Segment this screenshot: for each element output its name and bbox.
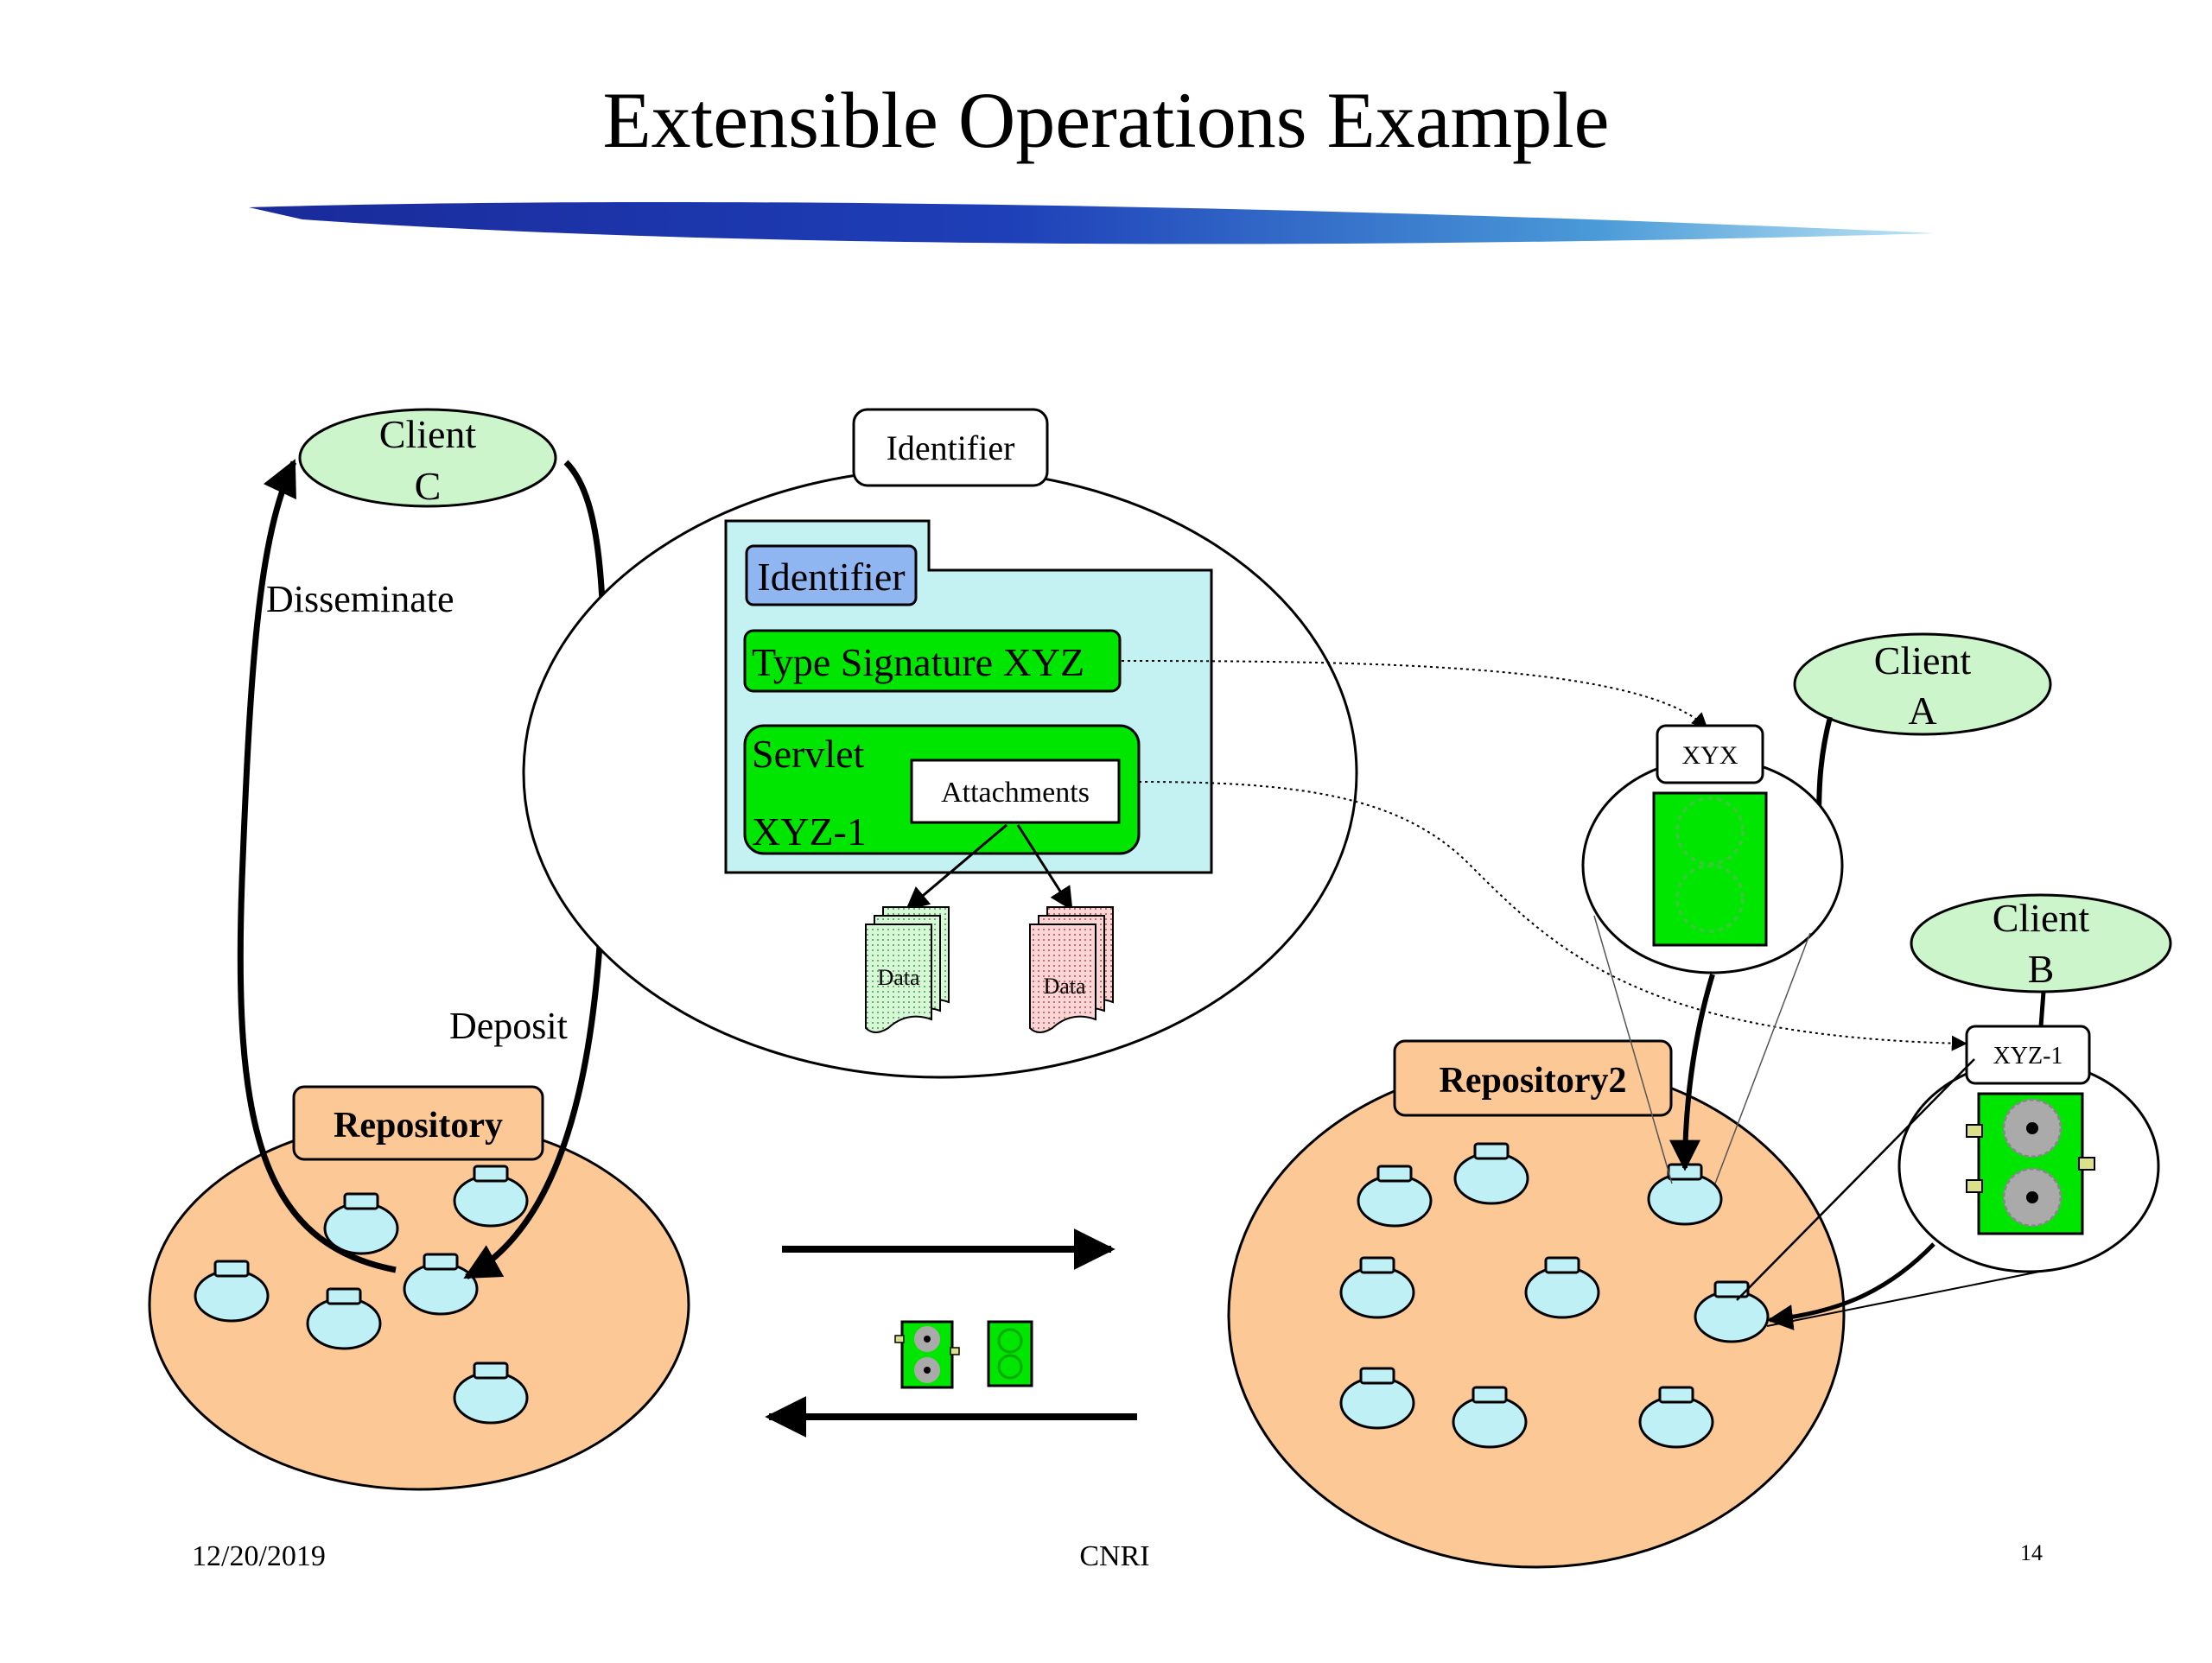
type-signature-link — [1121, 660, 1708, 729]
client-b-ellipse[interactable] — [1910, 893, 2172, 993]
attachment-arrow-red — [1016, 824, 1073, 911]
projection-line — [1593, 915, 1673, 1184]
attachments-label: Attachments — [941, 777, 1090, 809]
xyz1-label: XYZ-1 — [1993, 1043, 2063, 1070]
inner-identifier-label: Identifier — [757, 555, 905, 599]
footer-center: CNRI — [1079, 1540, 1149, 1572]
servlet-label-line1: Servlet — [752, 732, 865, 776]
type-signature-label: Type Signature XYZ — [752, 640, 1084, 684]
disseminate-arrow — [237, 459, 397, 1273]
servlet-label-line2: XYZ-1 — [752, 809, 867, 854]
client-a-line1: Client — [1874, 638, 1972, 682]
repository-left-label-box — [292, 1085, 544, 1161]
client-a-line2: A — [1908, 689, 1936, 733]
data-label-green: Data — [877, 965, 920, 990]
attachments-box[interactable] — [910, 759, 1121, 824]
title-underline-banner — [249, 201, 1936, 244]
disseminate-label: Disseminate — [266, 578, 454, 620]
transfer-servlet-icon — [894, 1320, 960, 1389]
footer-page-number: 14 — [2020, 1540, 2043, 1565]
xyz1-to-repository-arrow — [1767, 1242, 1936, 1330]
projection-line — [1714, 932, 1811, 1184]
inner-identifier-box[interactable] — [745, 544, 918, 606]
transfer-type-icon — [987, 1320, 1033, 1387]
projection-line — [1766, 1271, 2040, 1327]
client-b-line2: B — [2028, 947, 2055, 991]
client-c-line1: Client — [379, 412, 477, 456]
client-c-line2: C — [415, 464, 442, 508]
client-a-ellipse[interactable] — [1793, 632, 2052, 736]
client-c-ellipse[interactable] — [298, 408, 557, 508]
xyx-type-block — [1652, 791, 1768, 947]
slide-title: Extensible Operations Example — [602, 76, 1609, 164]
repository-right-label: Repository2 — [1440, 1061, 1627, 1101]
client-b-connector — [2038, 991, 2046, 1027]
type-signature-box[interactable] — [743, 629, 1122, 693]
data-document-red: Data — [1029, 906, 1114, 1033]
projection-line — [1736, 1058, 1975, 1301]
footer-date: 12/20/2019 — [192, 1540, 326, 1572]
deposit-label: Deposit — [449, 1005, 568, 1047]
xyx-label: XYX — [1682, 741, 1738, 770]
repository-left-label: Repository — [334, 1106, 503, 1146]
xyx-tab[interactable] — [1656, 724, 1764, 784]
client-b-line1: Client — [1993, 896, 2090, 940]
data-document-green: Data — [865, 906, 950, 1033]
xyz1-tab[interactable] — [1965, 1025, 2091, 1085]
attachment-arrow-green — [905, 823, 1007, 911]
xyx-to-repository-arrow — [1669, 974, 1715, 1171]
data-label-red: Data — [1043, 974, 1086, 999]
object-identifier-tab-label: Identifier — [887, 428, 1015, 467]
repository-right-label-box — [1393, 1039, 1673, 1117]
object-identifier-tab[interactable] — [852, 408, 1049, 487]
xyz1-servlet-block — [1966, 1092, 2095, 1235]
servlet-link — [1138, 781, 1967, 1051]
